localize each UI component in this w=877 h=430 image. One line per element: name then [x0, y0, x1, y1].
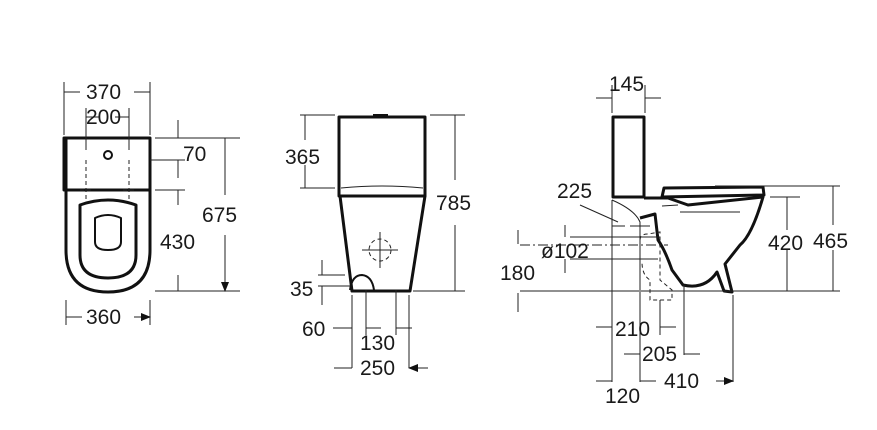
side-view: 365 785 35 60 130 250: [285, 114, 471, 380]
dim-120: 120: [605, 385, 640, 408]
dim-365: 365: [285, 146, 320, 169]
profile-view: 145 225 ø102 180 420 465 210 205 410 120: [500, 73, 848, 408]
dim-675: 675: [202, 204, 237, 227]
dim-35: 35: [290, 278, 313, 301]
seat-inner: [94, 214, 122, 251]
dim-205: 205: [642, 343, 677, 366]
cistern-outline: [337, 115, 427, 198]
bowl-outline: [64, 138, 152, 294]
dim-785: 785: [436, 192, 471, 215]
dim-145: 145: [609, 73, 644, 96]
dim-410: 410: [664, 370, 699, 393]
dim-225: 225: [557, 180, 592, 203]
cistern-profile: [611, 115, 646, 199]
dim-430: 430: [160, 231, 195, 254]
tank-outline: [62, 136, 152, 192]
dim-180: 180: [500, 262, 535, 285]
dim-200: 200: [86, 106, 121, 129]
dim-420: 420: [768, 232, 803, 255]
seat-lid: [660, 185, 766, 199]
dim-outlet-diameter: ø102: [541, 240, 589, 263]
dim-360: 360: [86, 306, 121, 329]
dim-70: 70: [183, 143, 206, 166]
dim-465: 465: [813, 230, 848, 253]
dim-210: 210: [615, 318, 650, 341]
dim-60: 60: [302, 318, 325, 341]
dim-370: 370: [86, 81, 121, 104]
top-view: 370 200 70 430 675 360: [62, 81, 240, 329]
bowl-profile: [639, 195, 765, 294]
tap-hole: [103, 150, 113, 160]
pedestal-outline: [338, 195, 427, 293]
dim-130: 130: [360, 332, 395, 355]
seat-outline: [78, 198, 138, 280]
dim-250: 250: [360, 357, 395, 380]
